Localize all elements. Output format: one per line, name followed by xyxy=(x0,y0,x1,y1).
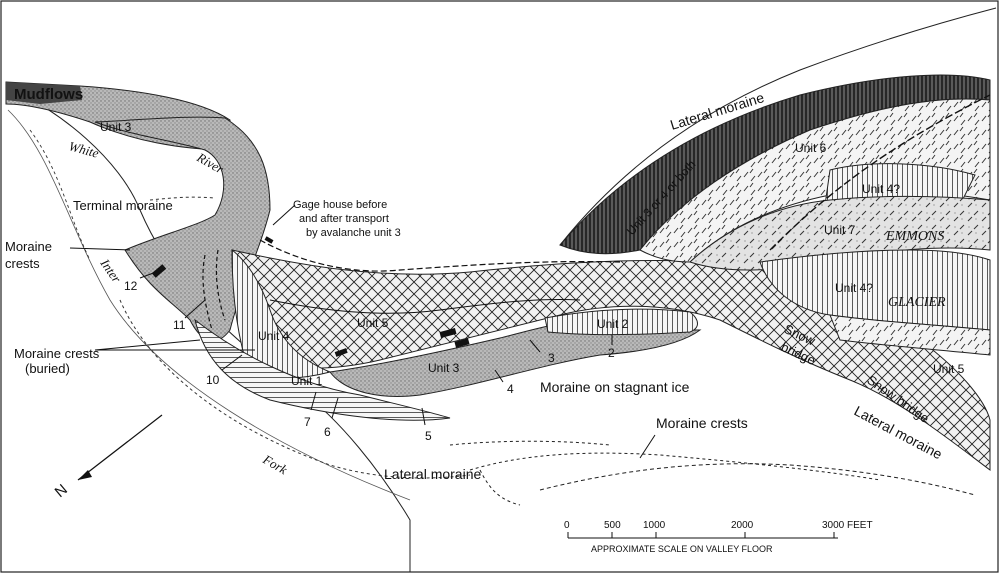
gage-house-leader xyxy=(272,204,296,226)
unit4-left xyxy=(231,248,332,379)
north-arrow-icon xyxy=(77,414,163,481)
section-number-5: 5 xyxy=(425,429,432,443)
section-tick-3 xyxy=(529,339,541,353)
section-tick-11 xyxy=(184,299,206,319)
unit1-area xyxy=(194,318,451,421)
label-glacier: GLACIER xyxy=(888,295,946,310)
label-moraine-crests-2: crests xyxy=(5,256,40,271)
label-moraine-buried-1: Moraine crests xyxy=(14,346,100,361)
label-unit5-mid: Unit 5 xyxy=(357,316,389,330)
moraine-crest-terminal-3 xyxy=(149,196,216,201)
buried-crest-leader-1 xyxy=(94,339,201,351)
scale-tick-3000: 3000 FEET xyxy=(822,520,873,531)
gage-house-marker-4 xyxy=(334,348,348,357)
scale-caption: APPROXIMATE SCALE ON VALLEY FLOOR xyxy=(591,544,773,554)
section-tick-5 xyxy=(421,407,426,426)
unit4q-mid xyxy=(759,249,991,331)
section-tick-10 xyxy=(221,354,243,371)
label-gage-house-2: and after transport xyxy=(299,213,389,225)
gage-house-marker-3 xyxy=(454,338,470,348)
section-tick-6 xyxy=(331,397,339,419)
moraine-crest-lower-4 xyxy=(479,469,521,506)
label-terminal-moraine: Terminal moraine xyxy=(73,198,173,213)
moraine-crests-lower-leader xyxy=(639,434,656,459)
moraine-crest-lower-3 xyxy=(539,463,976,496)
label-unit1: Unit 1 xyxy=(291,374,323,388)
label-gage-house-3: by avalanche unit 3 xyxy=(306,227,401,239)
section-number-11: 11 xyxy=(173,318,186,332)
label-moraine-crests-low: Moraine crests xyxy=(656,415,748,431)
scale-tick-1000: 1000 xyxy=(643,520,666,531)
mudflows-dark xyxy=(6,82,82,104)
label-moraine-stagnant: Moraine on stagnant ice xyxy=(540,379,690,395)
label-moraine-buried-2: (buried) xyxy=(25,361,70,376)
section-number-10: 10 xyxy=(206,373,220,387)
river-fork-line xyxy=(7,109,411,501)
lateral-moraine-boundary xyxy=(559,7,997,246)
section-number-4: 4 xyxy=(507,382,514,396)
moraine-crest-terminal-2 xyxy=(215,249,226,321)
section-number-7: 7 xyxy=(304,415,311,429)
label-unit4q-mid: Unit 4? xyxy=(835,281,873,295)
moraine-crest-line xyxy=(259,239,621,272)
label-unit3-top: Unit 3 xyxy=(100,120,132,134)
label-mudflows: Mudflows xyxy=(14,86,83,103)
moraine-crests-leader xyxy=(69,247,131,251)
unit3-lower-strip xyxy=(329,320,702,397)
section-number-3: 3 xyxy=(548,351,555,365)
label-unit4: Unit 4 xyxy=(258,329,290,343)
label-unit3-low: Unit 3 xyxy=(428,361,460,375)
section-number-6: 6 xyxy=(324,425,331,439)
label-unit4q-top: Unit 4? xyxy=(862,182,900,196)
fault-line-1 xyxy=(769,94,991,251)
label-unit7: Unit 7 xyxy=(824,223,856,237)
glacier-lower-dashed xyxy=(829,314,991,356)
section-tick-4 xyxy=(494,369,504,383)
scale-bar xyxy=(567,532,838,539)
scale-tick-500: 500 xyxy=(604,520,621,531)
label-unit5-right: Unit 5 xyxy=(933,362,965,376)
label-unit2: Unit 2 xyxy=(597,317,629,331)
moraine-dotted-south xyxy=(119,299,471,479)
gage-house-marker-1 xyxy=(264,236,274,244)
moraine-crest-terminal-1 xyxy=(202,254,213,331)
label-unit6: Unit 6 xyxy=(795,141,827,155)
section-number-12: 12 xyxy=(124,279,138,293)
internal-boundary-line xyxy=(269,298,581,314)
label-gage-house-1: Gage house before xyxy=(293,199,387,211)
section-tick-12 xyxy=(139,271,157,279)
scale-tick-0: 0 xyxy=(564,520,570,531)
label-emmons: EMMONS xyxy=(885,229,944,244)
gage-house-marker-2 xyxy=(439,328,457,338)
gage-house-marker-5 xyxy=(151,264,167,278)
scale-tick-2000: 2000 xyxy=(731,520,754,531)
moraine-crest-lower-1 xyxy=(449,440,611,446)
moraine-dotted-west xyxy=(29,129,91,261)
section-tick-7 xyxy=(310,391,317,411)
label-lateral-moraine-low: Lateral moraine xyxy=(384,466,481,482)
section-number-2: 2 xyxy=(608,346,615,360)
label-moraine-crests-1: Moraine xyxy=(5,239,52,254)
unit2-area xyxy=(544,308,698,336)
